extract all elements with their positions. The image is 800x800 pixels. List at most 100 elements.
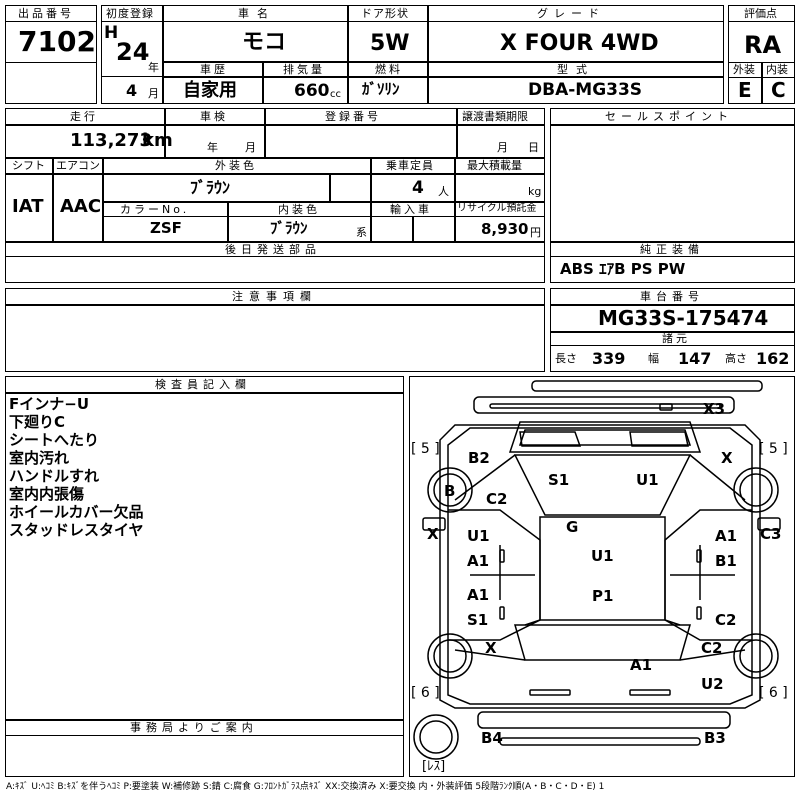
int-color-unit: 系 [356, 226, 367, 239]
door-header [348, 5, 428, 22]
office-box [5, 735, 404, 777]
shift: IAT [12, 196, 44, 217]
displacement-box [263, 76, 348, 104]
mileage: 113,273 [70, 130, 152, 151]
inspector-line: ハンドルすれ [9, 467, 100, 485]
fuel: ｶﾞｿﾘﾝ [362, 80, 400, 98]
chassis-header [550, 288, 795, 305]
lot-number-lower [5, 62, 97, 104]
era: H [104, 23, 119, 43]
color-box [103, 174, 371, 202]
inspector-line: 下廻りC [9, 413, 66, 431]
recycle-box [455, 216, 545, 242]
mark-u2: U2 [701, 675, 724, 693]
transfer-box [457, 125, 545, 158]
inspection-box [165, 125, 265, 158]
inspector-line: スタッドレスタイヤ [9, 521, 144, 539]
office-label: 事務局よりご案内 [130, 721, 258, 734]
recycle-label: リサイクル預託金 [457, 203, 537, 214]
later-parts-box [5, 256, 545, 283]
load-box [455, 174, 545, 202]
fuel-header [348, 62, 428, 78]
int-color-label: 内装色 [278, 203, 320, 216]
genuine: ABS ｴｱB PS PW [560, 260, 686, 278]
load-header [455, 158, 545, 174]
month-unit: 月 [148, 87, 159, 100]
tire-depth-rr: [ 6 ] [759, 685, 788, 701]
color: ﾌﾞﾗｳﾝ [190, 178, 231, 197]
score-header [728, 5, 795, 22]
displacement-header [263, 62, 348, 78]
mark-a1-d: A1 [630, 656, 653, 674]
int-color: ﾌﾞﾗｳﾝ [270, 219, 308, 237]
displacement-label: 排気量 [283, 63, 325, 76]
displacement-unit: cc [330, 89, 341, 100]
later-parts-label: 後日発送部品 [225, 243, 321, 256]
notes-box [5, 305, 545, 372]
mark-b3: B3 [704, 729, 726, 747]
spare-tire-label: [ﾚｽ] [422, 759, 446, 774]
ac-label: エアコン [56, 159, 100, 172]
shift-box [5, 174, 53, 242]
width: 147 [678, 349, 712, 368]
reg-no-box [265, 125, 457, 158]
inspector-line: 室内汚れ [9, 449, 70, 467]
capacity-label: 乗車定員 [386, 159, 434, 172]
car-name-label: 車名 [238, 7, 276, 20]
capacity-unit: 人 [438, 185, 449, 198]
mileage-box [5, 125, 165, 158]
inspector-line: 室内内張傷 [9, 485, 85, 503]
score-label: 評価点 [744, 7, 777, 20]
inspector-line: ホイールカバー欠品 [9, 503, 144, 521]
lot-number-label: 出品番号 [18, 7, 74, 20]
genuine-label: 純正装備 [640, 243, 704, 256]
mark-a1-c: A1 [467, 586, 490, 604]
capacity-header [371, 158, 455, 174]
genuine-box [550, 256, 795, 283]
inspector-label: 検査員記入欄 [155, 378, 251, 391]
model-box [428, 76, 724, 104]
ext-score: E [738, 78, 752, 102]
fuel-label: 燃料 [375, 63, 403, 76]
sales-point-header [550, 108, 795, 125]
height-label: 高さ [725, 352, 747, 365]
chassis: MG33S-175474 [598, 306, 769, 330]
mark-b1: B1 [715, 552, 737, 570]
inspection-header [165, 108, 265, 125]
load-unit: kg [528, 185, 542, 198]
mark-c3: C3 [760, 525, 782, 543]
mark-a1-b: A1 [715, 527, 738, 545]
inspector-line: シートへたり [9, 431, 100, 449]
history-header [163, 62, 263, 78]
chassis-box [550, 305, 795, 332]
inspection-label: 車検 [200, 110, 228, 123]
fuel-box [348, 76, 428, 104]
color-no-label: カラーNo. [120, 203, 190, 216]
history-label: 車歴 [200, 63, 228, 76]
width-label: 幅 [648, 352, 659, 365]
mark-g: G [566, 518, 579, 536]
lot-number-header [5, 5, 97, 22]
int-color-box [228, 216, 371, 242]
car-diagram-box [409, 376, 795, 777]
insp-month-unit: 月 [245, 141, 256, 154]
spec-box [550, 345, 795, 372]
grade: X FOUR 4WD [500, 31, 659, 56]
transfer-header [457, 108, 545, 125]
import-divider [412, 216, 414, 242]
inspector-notes: Fインナ−U 下廻りC シートへたり 室内汚れ ハンドルすれ 室内内張傷 ホイー… [9, 395, 144, 539]
mark-s1-a: S1 [548, 471, 570, 489]
car-name-header [163, 5, 348, 22]
grade-label: グレード [537, 7, 605, 20]
ac-box [53, 174, 103, 242]
import-label: 輸入車 [390, 203, 432, 216]
shift-label: シフト [12, 159, 45, 172]
capacity-box [371, 174, 455, 202]
year-unit: 年 [148, 61, 159, 74]
ac: AAC [60, 196, 102, 217]
mark-x-left: X [427, 525, 439, 543]
score: RA [744, 31, 782, 59]
displacement: 660 [294, 81, 330, 101]
int-label: 内装 [766, 63, 788, 76]
reg-no-header [265, 108, 457, 125]
